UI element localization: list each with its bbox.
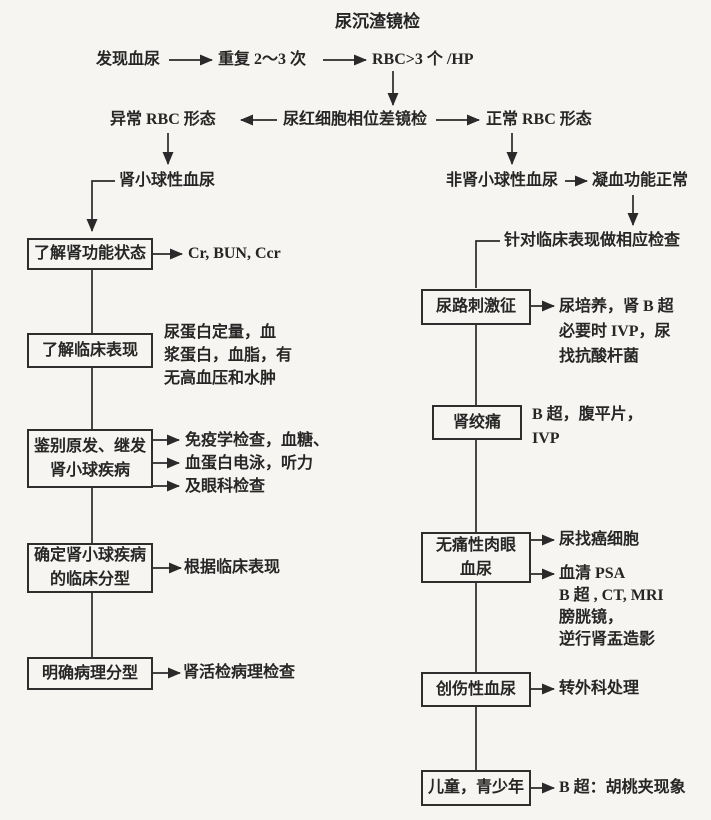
note-renal-biopsy: 肾活检病理检查	[183, 664, 296, 681]
note-renal-function-tests: Cr, BUN, Ccr	[188, 245, 281, 262]
box-determine-clinical-type: 确定肾小球疾病 的临床分型	[27, 543, 153, 593]
box-assess-renal-function: 了解肾功能状态	[27, 238, 153, 270]
note-surgical-referral: 转外科处理	[559, 680, 640, 697]
note-clinical-features: 尿蛋白定量，血 浆蛋白，血脂，有 无高血压和水肿	[164, 324, 293, 387]
box-renal-colic: 肾绞痛	[432, 405, 522, 440]
node-abnormal-rbc-morphology: 异常 RBC 形态	[110, 111, 216, 128]
box-children-adolescents: 儿童，青少年	[421, 770, 531, 806]
note-urine-culture: 尿培养，肾 B 超 必要时 IVP，尿 找抗酸杆菌	[559, 298, 674, 365]
note-psa-imaging: 血清 PSA B 超 , CT, MRI 膀胱镜， 逆行肾盂造影	[559, 565, 664, 648]
box-urinary-irritation: 尿路刺激征	[421, 289, 531, 325]
node-phase-contrast-microscopy: 尿红细胞相位差镜检	[283, 111, 428, 128]
flow-title: 尿沉渣镜检	[335, 12, 420, 31]
node-non-glomerular-hematuria: 非肾小球性血尿	[446, 172, 559, 189]
node-found-hematuria: 发现血尿	[96, 51, 161, 68]
node-coagulation-normal: 凝血功能正常	[592, 172, 689, 189]
note-urine-cancer-cells: 尿找癌细胞	[559, 531, 640, 548]
node-targeted-workup: 针对临床表现做相应检查	[504, 232, 681, 249]
note-differentiation-tests: 免疫学检查，血糖、 血蛋白电泳，听力 及眼科检查	[185, 432, 330, 495]
note-renal-colic-tests: B 超，腹平片， IVP	[532, 406, 643, 447]
box-painless-gross-hematuria: 无痛性肉眼 血尿	[421, 532, 531, 583]
node-rbc-gt3-hp: RBC>3 个 /HP	[372, 51, 474, 68]
node-normal-rbc-morphology: 正常 RBC 形态	[486, 111, 592, 128]
box-assess-clinical-features: 了解临床表现	[27, 333, 153, 368]
note-nutcracker-phenomenon: B 超：胡桃夹现象	[559, 779, 686, 796]
node-glomerular-hematuria: 肾小球性血尿	[119, 172, 216, 189]
note-clinical-typing: 根据临床表现	[184, 559, 281, 576]
node-repeat-2-3-times: 重复 2～3 次	[218, 51, 307, 68]
box-determine-pathological-type: 明确病理分型	[27, 657, 153, 690]
box-differentiate-primary-secondary: 鉴别原发、继发 肾小球疾病	[27, 429, 153, 488]
box-traumatic-hematuria: 创伤性血尿	[421, 672, 531, 707]
